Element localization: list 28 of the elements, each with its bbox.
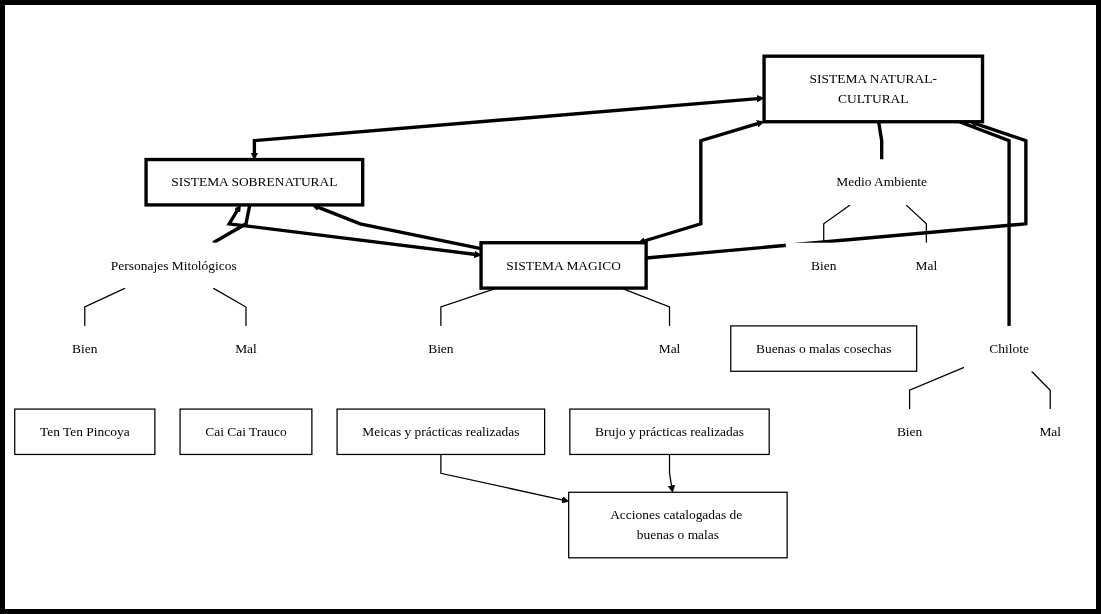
- node-box: Cai Cai Trauco: [179, 408, 313, 456]
- node-box: Buenas o malas cosechas: [730, 325, 918, 372]
- node-text: Bien: [428, 341, 454, 356]
- node-box: Ten Ten Pincoya: [14, 408, 156, 456]
- node-box: Meicas y prácticas realizadas: [336, 408, 546, 456]
- node-text: Mal: [1039, 424, 1062, 439]
- connector: [876, 121, 884, 160]
- node-box: SISTEMA MAGICO: [479, 241, 648, 290]
- connector: [905, 204, 927, 244]
- connector: [212, 287, 247, 327]
- node-text: Chilote: [989, 341, 1029, 356]
- arrow: [667, 453, 676, 493]
- node-text: Mal: [915, 257, 938, 273]
- node-text: Bien: [72, 341, 98, 356]
- node-text: Personajes Mitológicos: [110, 257, 237, 273]
- connector: [823, 204, 851, 244]
- node-box: Acciones catalogadas de buenas o malas: [568, 491, 788, 559]
- node-text: Bien: [896, 424, 923, 439]
- connector: [212, 204, 252, 245]
- node-box: Brujo y prácticas realizadas: [569, 408, 770, 456]
- connector: [1030, 370, 1051, 410]
- connector: [84, 287, 126, 327]
- node-text: Mal: [235, 341, 257, 356]
- node-text: Medio Ambiente: [836, 174, 928, 189]
- node-box: SISTEMA NATURAL-CULTURAL: [762, 54, 985, 124]
- connector: [908, 366, 965, 410]
- node-box: SISTEMA SOBRENATURAL: [144, 157, 365, 207]
- node-text: Mal: [658, 341, 681, 356]
